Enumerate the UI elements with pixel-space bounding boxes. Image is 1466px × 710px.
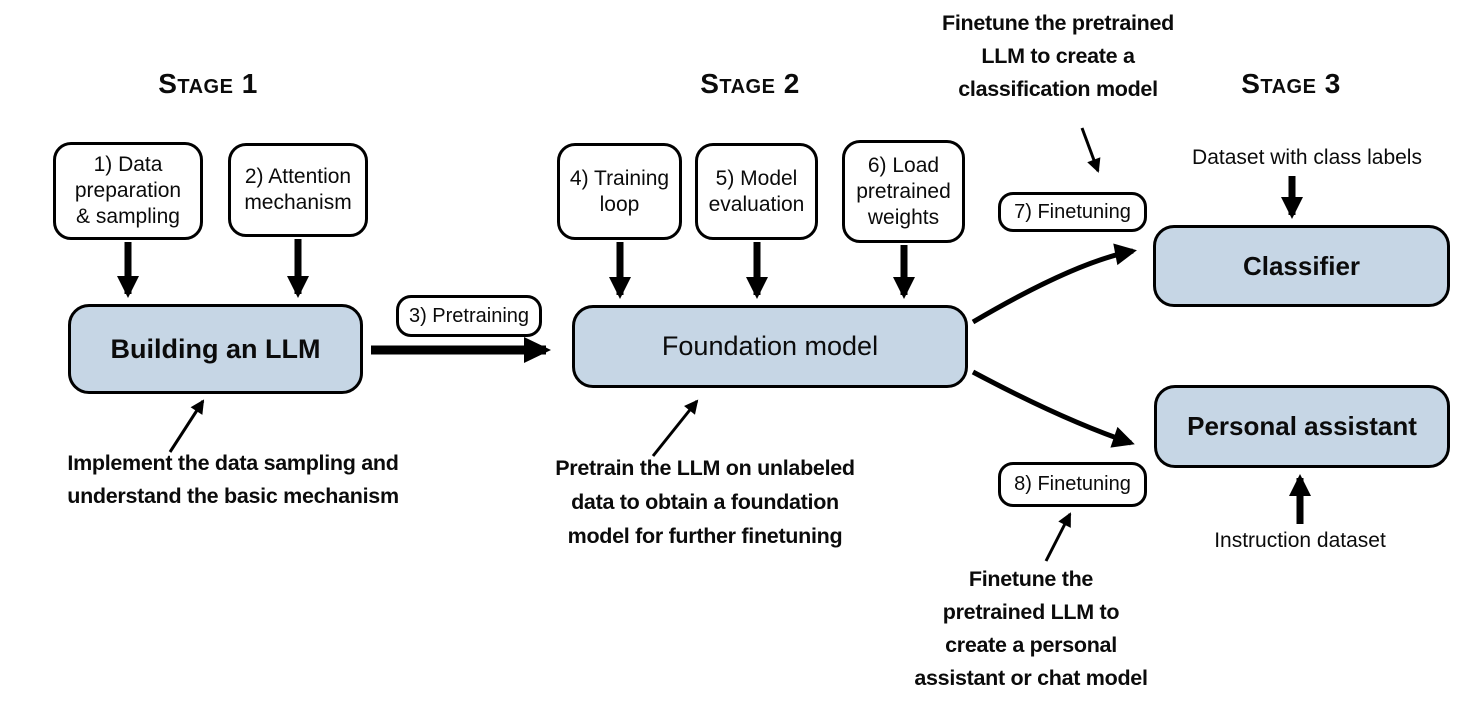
annotation-assistant-finetune: Finetune the pretrained LLM to create a … (914, 563, 1148, 695)
model-box-personal-assistant: Personal assistant (1154, 385, 1450, 468)
step-box-line: pretrained (856, 179, 951, 203)
annotation-line: Finetune the pretrained (941, 11, 1175, 35)
annotation-line: classification model (958, 77, 1158, 101)
step-box-line: 6) Load (867, 153, 940, 177)
arrow-annotation-to-finetuning8 (1044, 512, 1072, 562)
step-box-line: loop (599, 192, 640, 216)
step-box-attention-mechanism: 2) Attention mechanism (228, 143, 368, 237)
model-box-foundation-model: Foundation model (572, 305, 968, 388)
annotation-line: model for further finetuning (567, 524, 843, 548)
annotation-line: Implement the data sampling and (67, 451, 399, 475)
step-box-line: & sampling (76, 205, 180, 228)
pill-finetuning-7: 7) Finetuning (998, 192, 1147, 232)
step-box-line: 5) Model (715, 166, 798, 190)
step-box-line: evaluation (708, 192, 805, 216)
arrow-foundation-to-classifier (971, 243, 1137, 325)
stage-2-title: Stage 2 (700, 68, 800, 99)
stage-3-title: Stage 3 (1241, 68, 1341, 99)
arrow-annotation-to-foundation (651, 399, 699, 457)
model-box-building-an-llm: Building an LLM (68, 304, 363, 394)
annotation-stage1: Implement the data sampling and understa… (67, 447, 399, 513)
annotation-line: pretrained LLM to (942, 600, 1120, 624)
arrow-annotation-to-building (168, 399, 205, 453)
annotation-stage2: Pretrain the LLM on unlabeled data to ob… (555, 451, 855, 553)
step-box-data-preparation: 1) Data preparation & sampling (53, 142, 203, 240)
step-box-line: weights (867, 205, 940, 229)
step-box-line: 1) Data (93, 153, 163, 176)
step-box-model-evaluation: 5) Model evaluation (695, 143, 818, 240)
label-dataset-with-class-labels: Dataset with class labels (1192, 146, 1422, 169)
model-box-classifier: Classifier (1153, 225, 1450, 307)
annotation-line: LLM to create a (981, 44, 1135, 68)
annotation-line: Finetune the (968, 567, 1094, 591)
step-box-line: 4) Training (569, 166, 670, 190)
pill-pretraining: 3) Pretraining (396, 295, 542, 337)
annotation-line: Pretrain the LLM on unlabeled (555, 456, 855, 480)
annotation-line: data to obtain a foundation (571, 490, 839, 514)
step-box-line: preparation (74, 179, 182, 202)
annotation-classification-finetune: Finetune the pretrained LLM to create a … (942, 7, 1174, 106)
annotation-line: understand the basic mechanism (67, 484, 399, 508)
label-instruction-dataset: Instruction dataset (1214, 529, 1386, 552)
annotation-line: assistant or chat model (914, 666, 1148, 690)
arrow-annotation-to-finetuning7 (1080, 127, 1101, 173)
step-box-load-pretrained-weights: 6) Load pretrained weights (842, 140, 965, 243)
stage-1-title: Stage 1 (158, 68, 258, 99)
step-box-training-loop: 4) Training loop (557, 143, 682, 240)
step-box-line: 2) Attention (244, 165, 352, 188)
annotation-line: create a personal (945, 633, 1117, 657)
step-box-line: mechanism (244, 191, 352, 214)
pill-finetuning-8: 8) Finetuning (998, 462, 1147, 507)
arrow-foundation-to-assistant (971, 369, 1135, 448)
